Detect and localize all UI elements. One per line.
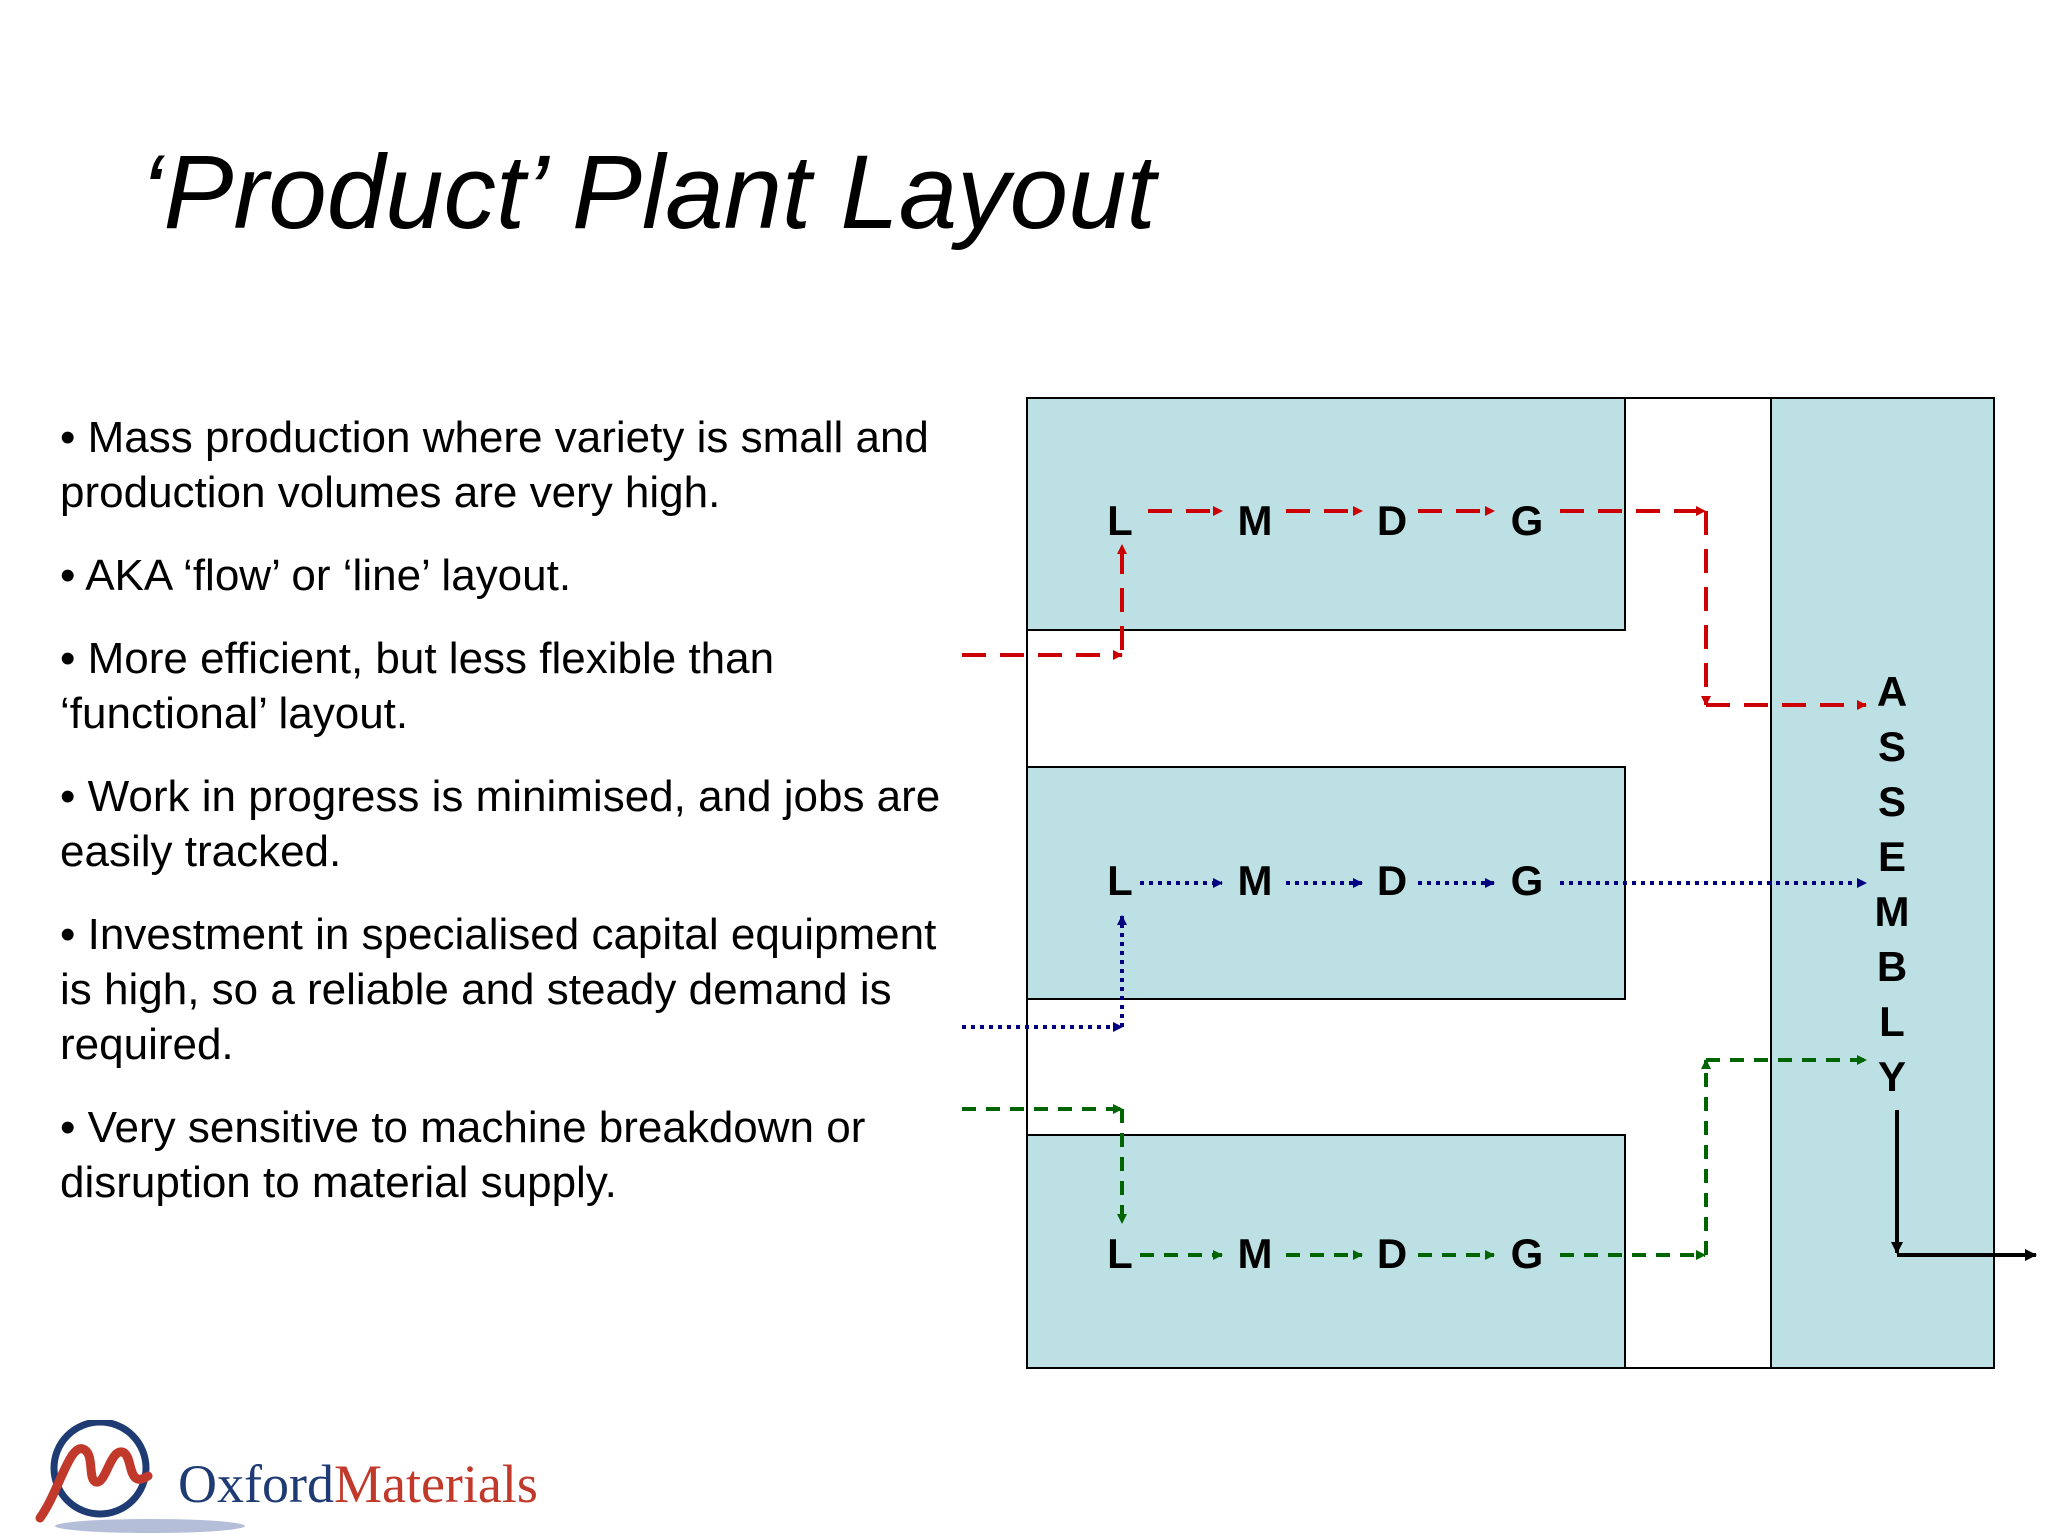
station-grind-top: G bbox=[1511, 497, 1544, 544]
bullet-text: Work in progress is minimised, and jobs … bbox=[60, 772, 941, 876]
flow-top bbox=[962, 506, 1867, 710]
station-drill-bottom: D bbox=[1377, 1230, 1407, 1277]
bullet-item: • Mass production where variety is small… bbox=[60, 413, 929, 517]
flow-middle bbox=[962, 878, 1867, 1032]
logo-swoosh-shadow bbox=[55, 1519, 245, 1533]
bullet-list: • Mass production where variety is small… bbox=[60, 410, 960, 1238]
bullet-item: • Work in progress is minimised, and job… bbox=[60, 772, 941, 876]
bullet-item: • More efficient, but less flexible than… bbox=[60, 634, 775, 738]
assembly-letter: E bbox=[1878, 833, 1906, 880]
bullet-text: AKA ‘flow’ or ‘line’ layout. bbox=[85, 551, 572, 600]
logo-m-mark bbox=[35, 1444, 153, 1523]
assembly-letter: S bbox=[1878, 723, 1906, 770]
station-grind-bottom: G bbox=[1511, 1230, 1544, 1277]
logo-text-materials: Materials bbox=[334, 1454, 538, 1514]
station-lathe-middle: L bbox=[1107, 857, 1133, 904]
bullet-item: • Very sensitive to machine breakdown or… bbox=[60, 1103, 866, 1207]
station-grind-middle: G bbox=[1511, 857, 1544, 904]
slide-title: ‘Product’ Plant Layout bbox=[140, 134, 1156, 251]
station-lathe-bottom: L bbox=[1107, 1230, 1133, 1277]
station-drill-top: D bbox=[1377, 497, 1407, 544]
station-mill-middle: M bbox=[1238, 857, 1273, 904]
assembly-letter: L bbox=[1879, 998, 1905, 1045]
station-lathe-top: L bbox=[1107, 497, 1133, 544]
bullet-text: More efficient, but less flexible than ‘… bbox=[60, 634, 775, 738]
bullet-text: Very sensitive to machine breakdown or d… bbox=[60, 1103, 866, 1207]
flow-output bbox=[1891, 1110, 2037, 1261]
assembly-letter: M bbox=[1875, 888, 1910, 935]
station-drill-middle: D bbox=[1377, 857, 1407, 904]
logo-circle bbox=[50, 1420, 150, 1518]
assembly-letter: Y bbox=[1878, 1053, 1906, 1100]
assembly-letter: S bbox=[1878, 778, 1906, 825]
assembly-letter: A bbox=[1877, 668, 1907, 715]
logo-text-oxford: Oxford bbox=[178, 1454, 334, 1514]
station-mill-top: M bbox=[1238, 497, 1273, 544]
flow-bottom bbox=[962, 1055, 1867, 1260]
bullet-item: • Investment in specialised capital equi… bbox=[60, 910, 937, 1069]
logo-wordmark: OxfordMaterials bbox=[178, 1454, 538, 1514]
assembly-area bbox=[1770, 397, 1995, 1369]
bullet-item: • AKA ‘flow’ or ‘line’ layout. bbox=[60, 551, 572, 600]
oxford-materials-logo: OxfordMaterials bbox=[35, 1420, 538, 1533]
production-cell-top bbox=[1026, 397, 1626, 631]
bullet-text: Investment in specialised capital equipm… bbox=[60, 910, 937, 1069]
bullet-text: Mass production where variety is small a… bbox=[60, 413, 929, 517]
production-cell-bottom bbox=[1026, 1134, 1626, 1369]
assembly-letter: B bbox=[1877, 943, 1907, 990]
station-mill-bottom: M bbox=[1238, 1230, 1273, 1277]
